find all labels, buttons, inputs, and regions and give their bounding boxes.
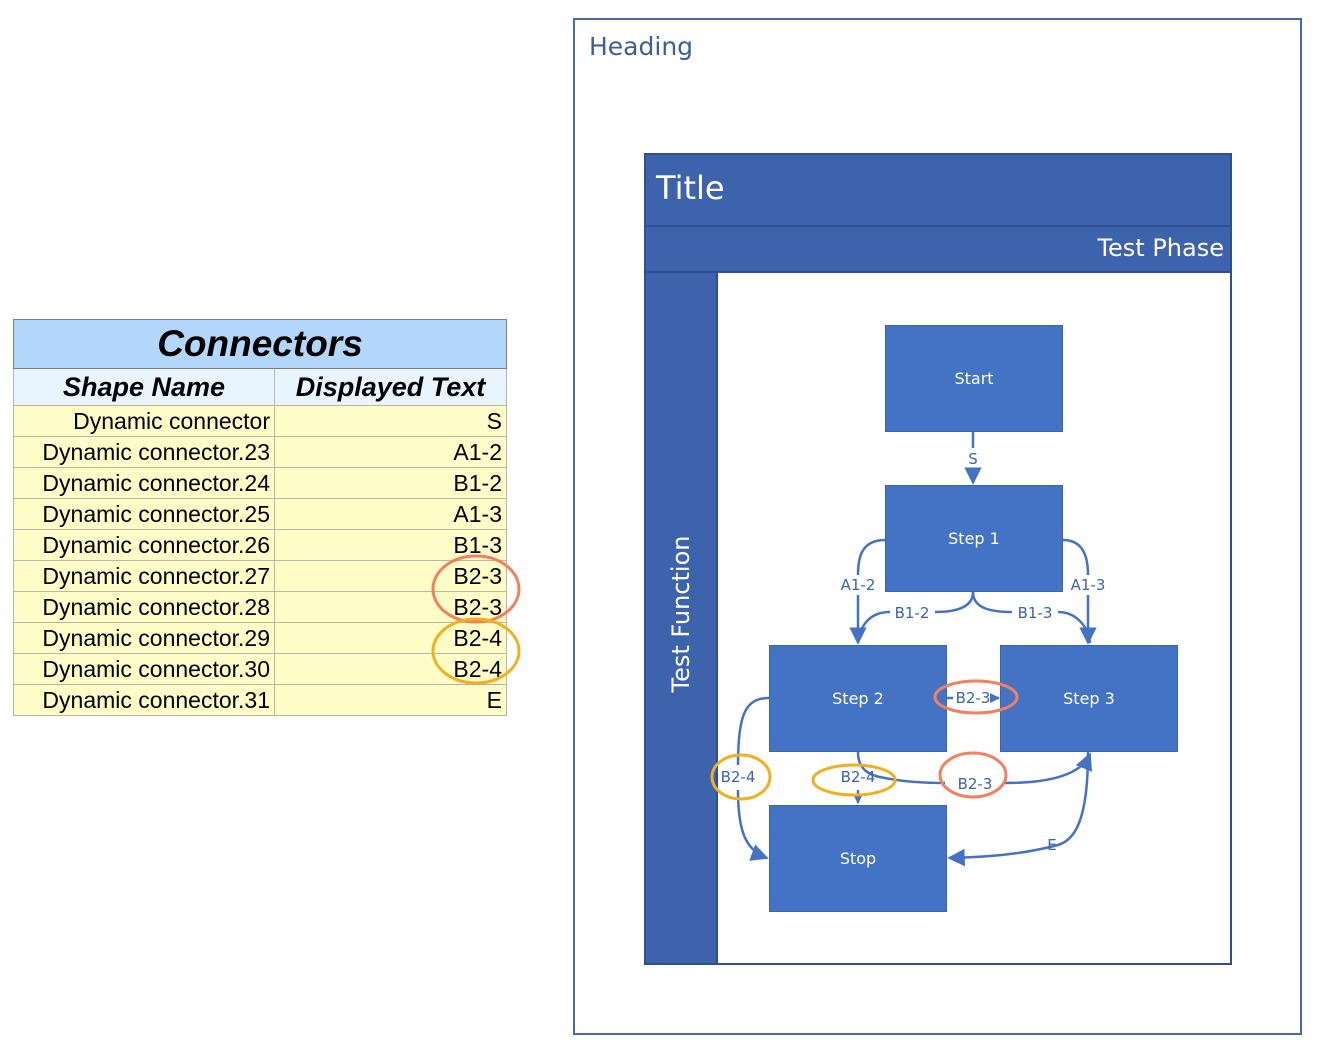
shape-step-2-label: Step 2 [832,689,884,708]
shape-name-cell[interactable]: Dynamic connector.27 [13,560,275,592]
table-title: Connectors [13,319,507,369]
displayed-text-cell[interactable]: A1-2 [274,436,507,468]
shape-name-cell[interactable]: Dynamic connector [13,405,275,437]
shape-step-3-label: Step 3 [1063,689,1115,708]
shape-name-cell[interactable]: Dynamic connector.25 [13,498,275,530]
phase-header[interactable]: Test Phase [646,227,1230,273]
displayed-text-cell[interactable]: B2-3 [274,560,507,592]
page-heading[interactable]: Heading [589,32,694,61]
phase-label: Test Phase [1097,234,1224,262]
shape-stop[interactable]: Stop [769,805,947,912]
swimlane-label: Test Function [667,535,695,693]
shape-start[interactable]: Start [885,325,1063,432]
shape-stop-label: Stop [839,849,877,868]
displayed-text-cell[interactable]: S [274,405,507,437]
swimlane-header[interactable]: Test Function [646,273,718,963]
pool-title-bar[interactable]: Title [646,155,1230,227]
pool-title: Title [656,169,725,207]
page-border [573,18,1302,1035]
shape-name-cell[interactable]: Dynamic connector.23 [13,436,275,468]
shape-step-1[interactable]: Step 1 [885,485,1063,592]
connectors-table: Connectors Shape Name Displayed Text Dyn… [13,319,507,716]
shape-name-cell[interactable]: Dynamic connector.31 [13,684,275,716]
shape-step-3[interactable]: Step 3 [1000,645,1178,752]
shape-name-cell[interactable]: Dynamic connector.24 [13,467,275,499]
column-header-shape-name: Shape Name [13,368,275,406]
displayed-text-cell[interactable]: E [274,684,507,716]
shape-start-label: Start [954,369,994,388]
column-header-displayed-text: Displayed Text [274,368,507,406]
shape-name-cell[interactable]: Dynamic connector.26 [13,529,275,561]
shape-step-1-label: Step 1 [948,529,1000,548]
displayed-text-cell[interactable]: B2-4 [274,622,507,654]
displayed-text-cell[interactable]: B1-2 [274,467,507,499]
shape-name-cell[interactable]: Dynamic connector.29 [13,622,275,654]
displayed-text-cell[interactable]: B1-3 [274,529,507,561]
shape-step-2[interactable]: Step 2 [769,645,947,752]
displayed-text-cell[interactable]: A1-3 [274,498,507,530]
shape-name-cell[interactable]: Dynamic connector.30 [13,653,275,685]
shape-name-cell[interactable]: Dynamic connector.28 [13,591,275,623]
displayed-text-cell[interactable]: B2-4 [274,653,507,685]
displayed-text-cell[interactable]: B2-3 [274,591,507,623]
